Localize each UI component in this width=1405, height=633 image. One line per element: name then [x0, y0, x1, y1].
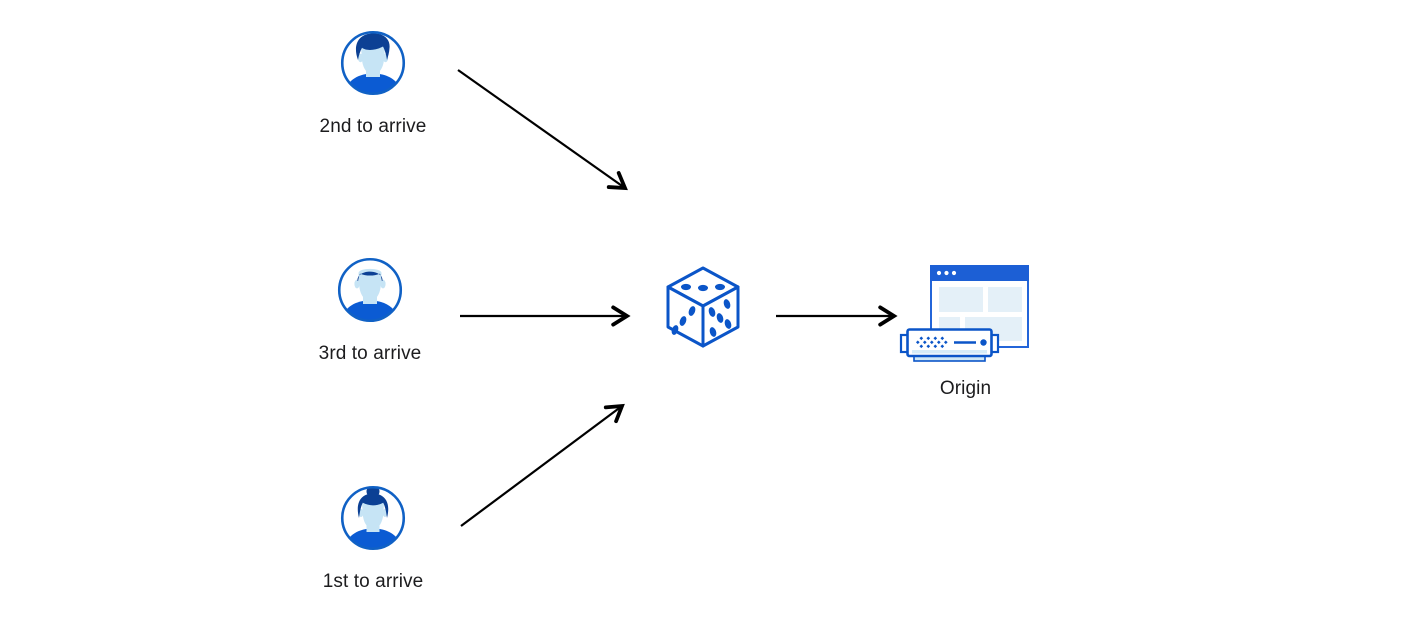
user-label: 1st to arrive	[322, 571, 424, 592]
user-label: 3rd to arrive	[318, 343, 422, 364]
origin-label: Origin	[939, 378, 992, 399]
male-avatar-wavy-hair-icon	[340, 30, 406, 96]
dice-icon	[666, 266, 740, 348]
dice-node	[665, 265, 741, 349]
male-avatar-short-hair-icon	[337, 257, 403, 323]
origin-node: Origin	[898, 262, 1033, 400]
female-avatar-bun-icon	[340, 485, 406, 551]
user-node-1st-to-arrive: 1st to arrive	[308, 483, 438, 593]
user-node-3rd-to-arrive: 3rd to arrive	[305, 255, 435, 365]
arrow-user-1st-to-dice	[460, 403, 625, 527]
user-node-2nd-to-arrive: 2nd to arrive	[308, 28, 438, 138]
arrow-user-2nd-to-dice	[457, 69, 628, 191]
server-icon	[899, 328, 1000, 362]
origin-server-icon	[899, 265, 1029, 362]
user-label: 2nd to arrive	[319, 116, 427, 137]
